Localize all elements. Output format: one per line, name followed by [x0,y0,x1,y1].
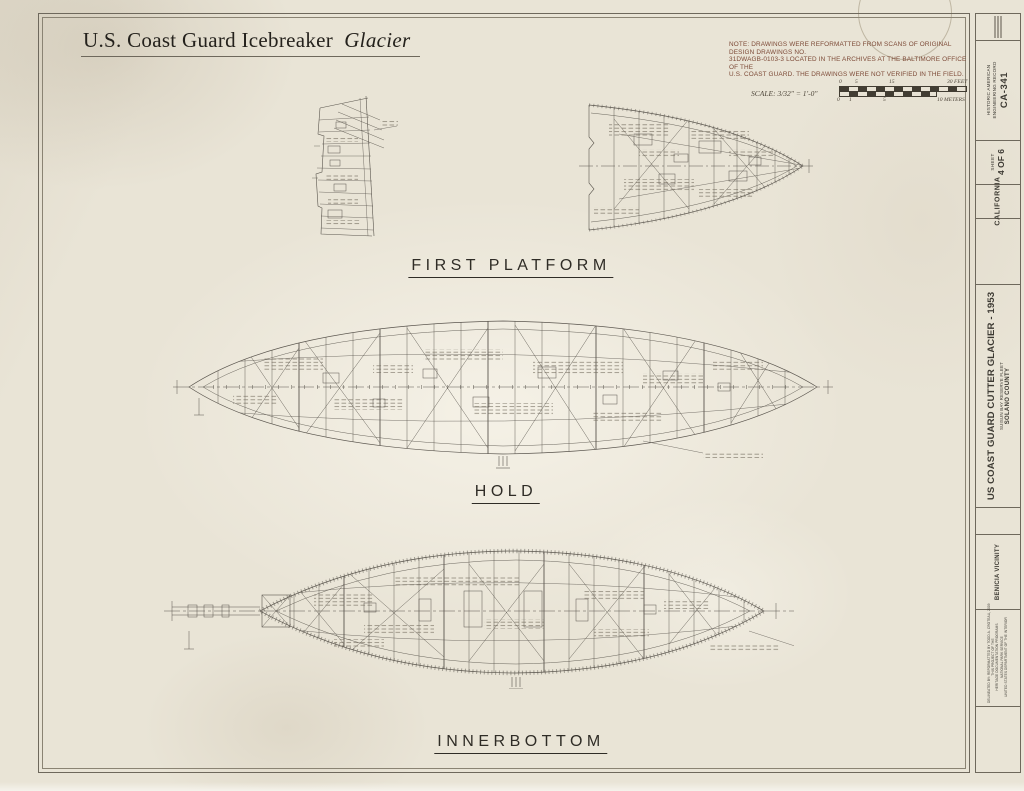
title-block-record-cell: HISTORIC AMERICAN ENGINEERING RECORD CA-… [976,40,1020,141]
bow-annotation-texture [594,124,774,215]
note-line-1: NOTE: DRAWINGS WERE REFORMATTED FROM SCA… [729,41,952,56]
title-block-vicinity-cell: BENICIA VICINITY [976,534,1020,610]
vessel-title: US COAST GUARD CUTTER GLACIER - 1953 [985,291,997,501]
first-platform-bow-drawing [579,103,814,232]
meters-tick-0: 0 [837,97,840,103]
plan-label-innerbottom: INNERBOTTOM [434,733,608,754]
feet-tick-0: 0 [839,79,842,85]
title-block-strip: HISTORIC AMERICAN ENGINEERING RECORD CA-… [975,13,1021,773]
vessel-title-block: US COAST GUARD CUTTER GLACIER - 1953 SUI… [986,288,1011,504]
scale-label: SCALE: 3/32" = 1'-0" [751,89,818,98]
feet-tick-5: 5 [855,79,858,85]
hold-plan-drawing [173,320,833,469]
program-line-4: UNITED STATES DEPARTMENT OF THE INTERIOR [1004,617,1009,697]
plan-label-hold: HOLD [471,483,541,504]
record-line-2: ENGINEERING RECORD [991,61,997,119]
scan-edge-highlight [0,782,1024,791]
feet-tick-15: 15 [889,79,895,85]
note-line-3: U.S. COAST GUARD. THE DRAWINGS WERE NOT … [729,71,964,79]
scale-bar: SCALE: 3/32" = 1'-0" 0 5 15 30 FEET 0 1 … [751,79,981,108]
meters-tick-1: 1 [849,97,852,103]
credits-block: DELINEATED BY: REFORMATTED BY TODD A. CR… [987,603,1009,703]
sheet-number-block: SHEET 4 OF 6 [990,149,1006,175]
sheet-word: SHEET [990,153,995,171]
location-line-1: SUISUN BAY RESERVE FLEET [998,362,1004,430]
state-name: CALIFORNIA [994,176,1002,226]
fragment-annotation-texture [324,120,398,226]
meters-tick-5: 5 [883,97,886,103]
sheet-border: U.S. Coast Guard Icebreaker Glacier NOTE… [38,13,970,773]
title-block-microfilm-cell [976,14,1020,41]
meters-tick-10: 10 METERS [937,97,965,103]
reformat-note: NOTE: DRAWINGS WERE REFORMATTED FROM SCA… [729,41,973,79]
title-block-credits-cell: DELINEATED BY: REFORMATTED BY TODD A. CR… [976,603,1020,707]
survey-number: CA-341 [999,71,1011,109]
state-block: CALIFORNIA [995,176,1002,225]
record-line-1: HISTORIC AMERICAN [985,64,991,116]
first-platform-fragment-drawing [312,95,398,237]
microtext-lines [994,16,1002,38]
location-line-2: SOLANO COUNTY [1004,367,1011,425]
haer-record-block: HISTORIC AMERICAN ENGINEERING RECORD CA-… [986,62,1010,119]
title-block-sheet-cell: SHEET 4 OF 6 [976,140,1020,185]
meters-scale-bar [839,91,937,97]
sheet-inner-border [42,17,966,769]
plan-label-first-platform: FIRST PLATFORM [408,257,614,278]
innerbottom-annotation-texture [314,577,779,651]
page-title: U.S. Coast Guard Icebreaker Glacier [81,28,421,57]
title-block-state-cell: CALIFORNIA [976,176,1020,226]
innerbottom-plan-drawing [164,548,794,689]
vicinity-block: BENICIA VICINITY [995,544,1001,600]
note-line-2: 31DWAGB-0103-3 LOCATED IN THE ARCHIVES A… [729,56,967,71]
sheet-number: 4 OF 6 [996,149,1006,175]
vicinity-name: BENICIA VICINITY [995,543,1001,601]
title-block-vessel-cell: US COAST GUARD CUTTER GLACIER - 1953 SUI… [976,284,1020,508]
feet-tick-30: 30 FEET [947,79,968,85]
page-title-regular: U.S. Coast Guard Icebreaker [83,28,334,52]
page-title-italic: Glacier [344,28,411,52]
hold-annotation-texture [233,349,763,458]
